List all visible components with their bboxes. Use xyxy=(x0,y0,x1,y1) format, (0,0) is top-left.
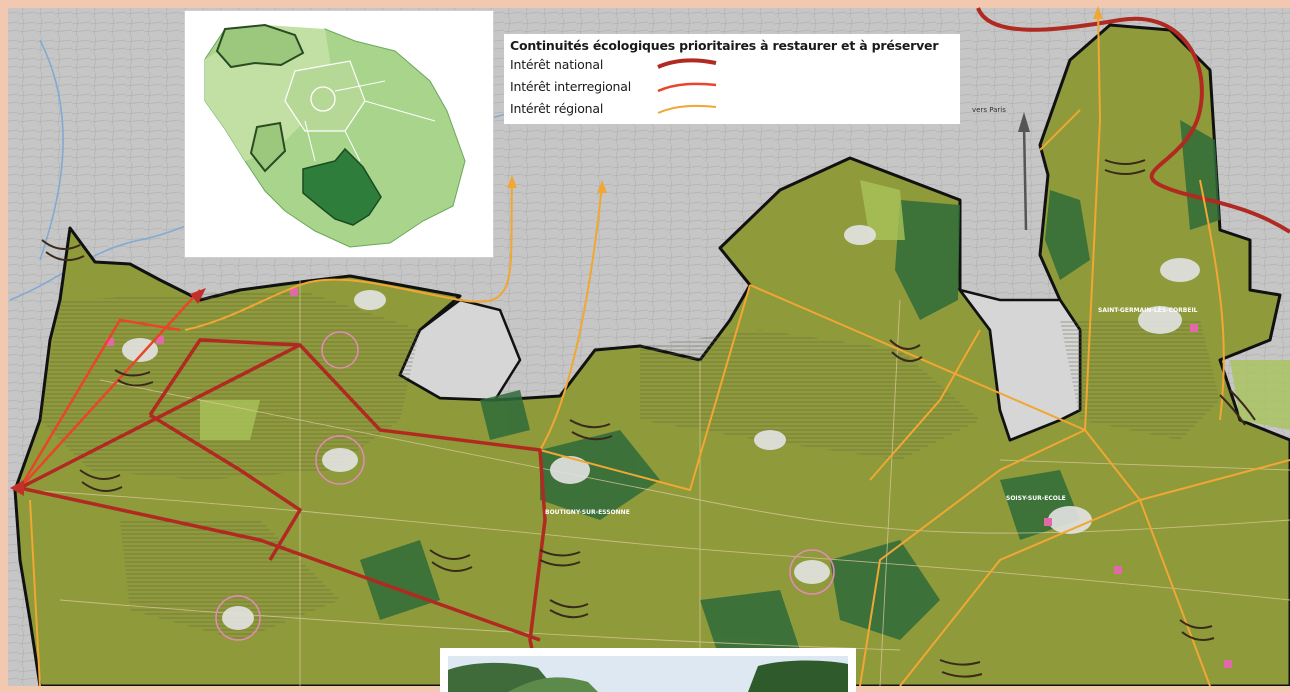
inset-map-drawing xyxy=(204,23,466,248)
village-rings xyxy=(215,331,835,641)
department-lines xyxy=(304,80,436,162)
legend-swatch-interregional xyxy=(657,82,717,93)
park-vexin xyxy=(215,23,305,69)
river-seine xyxy=(976,7,1290,234)
legend-row-national: Intérêt national xyxy=(510,55,954,75)
place-label-st-germain: SAINT-GERMAIN-LÈS-CORBEIL xyxy=(1098,306,1198,314)
legend-swatch-regional xyxy=(657,104,717,114)
excluded-area xyxy=(956,287,1082,442)
inset-locator-map xyxy=(184,10,494,258)
place-label-boutigny: BOUTIGNY-SUR-ESSONNE xyxy=(545,509,630,516)
legend-title: Continuités écologiques prioritaires à r… xyxy=(510,38,939,53)
barrier-symbols xyxy=(41,159,1256,678)
park-gatinais xyxy=(302,147,382,226)
regional-corridors xyxy=(29,7,1290,686)
villages xyxy=(122,225,1200,630)
place-label-vers-paris: vers Paris xyxy=(972,106,1006,114)
place-label-soisy: SOISY-SUR-ECOLE xyxy=(1006,495,1066,502)
pink-markers xyxy=(106,288,1232,668)
legend-row-interregional: Intérêt interregional xyxy=(510,77,954,97)
legend-label-regional: Intérêt régional xyxy=(510,101,604,116)
legend-label-interregional: Intérêt interregional xyxy=(510,79,632,94)
legend-row-regional: Intérêt régional xyxy=(510,99,954,119)
vers-paris-arrow xyxy=(1018,112,1030,231)
orange-arrow-heads xyxy=(507,6,1103,193)
hatched-zones xyxy=(40,290,1220,640)
meadow-patches xyxy=(200,180,1290,440)
interregional-corridors xyxy=(18,289,201,489)
photo-image xyxy=(448,656,848,692)
legend: Continuités écologiques prioritaires à r… xyxy=(504,34,960,124)
roads xyxy=(19,280,1290,686)
national-corridors xyxy=(19,338,547,686)
paris-circle xyxy=(310,86,336,112)
park-chevreuse xyxy=(249,121,287,173)
photo-frame xyxy=(440,648,856,692)
arrow-heads xyxy=(10,288,206,496)
legend-label-national: Intérêt national xyxy=(510,57,604,72)
forest-patches xyxy=(360,120,1220,660)
legend-swatch-national xyxy=(657,58,717,69)
